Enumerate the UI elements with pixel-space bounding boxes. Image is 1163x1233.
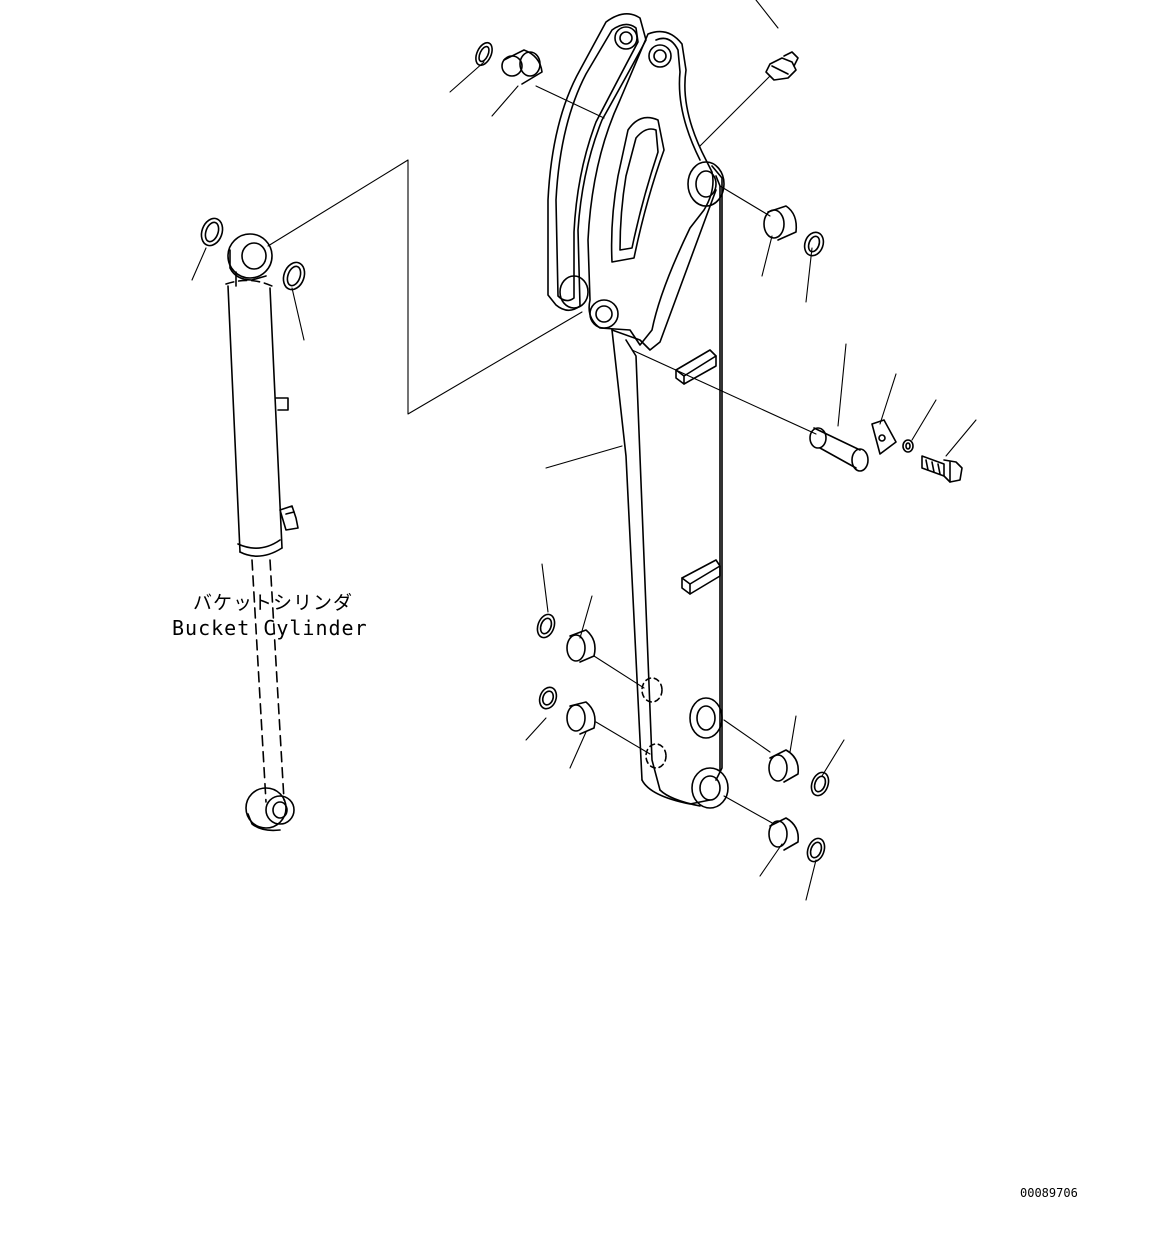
washer	[902, 439, 914, 453]
bushing	[763, 205, 798, 241]
bucket-cylinder	[225, 233, 299, 832]
bushing	[566, 629, 596, 663]
bushing	[768, 817, 800, 851]
snap-ring	[475, 41, 493, 67]
grease-fitting	[765, 51, 799, 81]
bushing	[566, 701, 596, 735]
snap-ring	[538, 686, 558, 710]
cylinder-label-english: Bucket Cylinder	[172, 616, 368, 640]
leader-lines	[191, 0, 977, 901]
shim-ring	[200, 217, 224, 247]
cylinder-label-japanese: バケットシリンダ	[193, 592, 354, 614]
bushing	[768, 749, 800, 783]
snap-ring	[810, 771, 830, 797]
lock-plate	[871, 419, 897, 455]
drawing-number: 00089706	[1020, 1186, 1078, 1200]
shim-ring	[282, 261, 306, 291]
bolt	[921, 455, 963, 483]
snap-ring	[806, 837, 826, 863]
arm	[547, 13, 729, 809]
pin	[809, 427, 869, 472]
bushing	[501, 49, 543, 85]
snap-ring	[803, 231, 825, 257]
snap-ring	[536, 613, 556, 639]
